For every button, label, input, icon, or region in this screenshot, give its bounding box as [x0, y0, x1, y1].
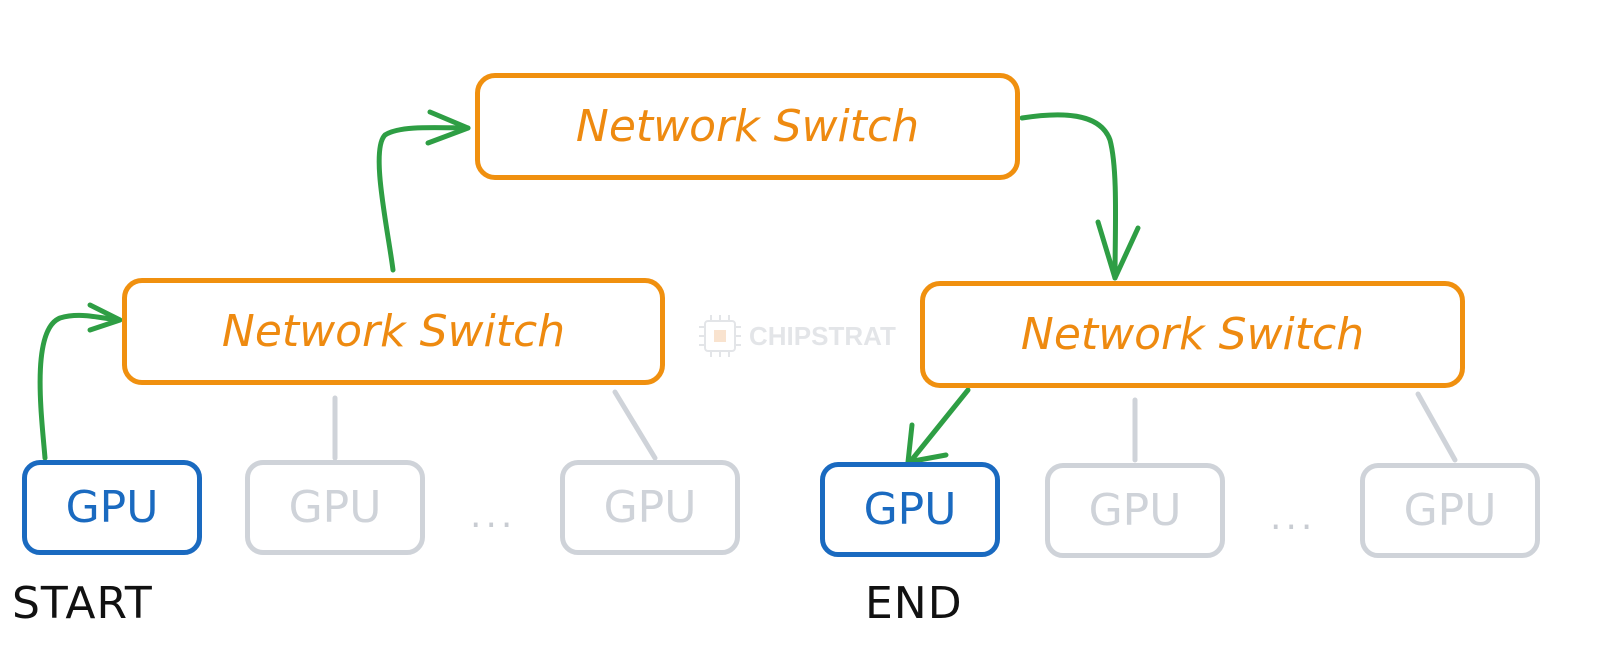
left-switch-label: Network Switch — [221, 306, 566, 357]
gpu-label: GPU — [65, 482, 159, 533]
gpu-label: GPU — [863, 484, 957, 535]
end-gpu: GPU — [820, 462, 1000, 557]
chip-logo-icon — [699, 315, 741, 357]
more-gpus-ellipsis: ... — [1270, 497, 1317, 538]
gpu-label: GPU — [1088, 485, 1182, 536]
gpu-label: GPU — [1403, 485, 1497, 536]
path-arrow-right-switch-to-end — [907, 387, 971, 465]
chipstrat-watermark: CHIPSTRAT — [697, 313, 896, 359]
gpu-label: GPU — [603, 482, 697, 533]
idle-gpu: GPU — [560, 460, 740, 555]
start-label: START — [12, 578, 153, 629]
right-switch-label: Network Switch — [1020, 309, 1365, 360]
link-left-switch-gpu3 — [612, 389, 658, 461]
link-right-switch-gpu6 — [1415, 391, 1458, 463]
idle-gpu: GPU — [245, 460, 425, 555]
right-network-switch: Network Switch — [920, 281, 1465, 388]
watermark-brand: CHIPSTRAT — [749, 320, 896, 351]
left-network-switch: Network Switch — [122, 278, 665, 385]
path-arrow-top-to-right-switch — [1019, 112, 1119, 281]
end-label: END — [865, 578, 963, 629]
top-switch-label: Network Switch — [575, 101, 920, 152]
more-gpus-ellipsis: ... — [470, 495, 517, 536]
path-arrow-left-to-top-switch — [376, 125, 471, 273]
idle-gpu: GPU — [1360, 463, 1540, 558]
path-arrow-start-to-left-switch — [37, 312, 121, 461]
gpu-label: GPU — [288, 482, 382, 533]
arrowhead-left-switch — [87, 302, 123, 333]
start-gpu: GPU — [22, 460, 202, 555]
arrowhead-top-switch — [425, 109, 471, 146]
arrowhead-right-switch — [1095, 219, 1141, 281]
top-network-switch: Network Switch — [475, 73, 1020, 180]
idle-gpu: GPU — [1045, 463, 1225, 558]
